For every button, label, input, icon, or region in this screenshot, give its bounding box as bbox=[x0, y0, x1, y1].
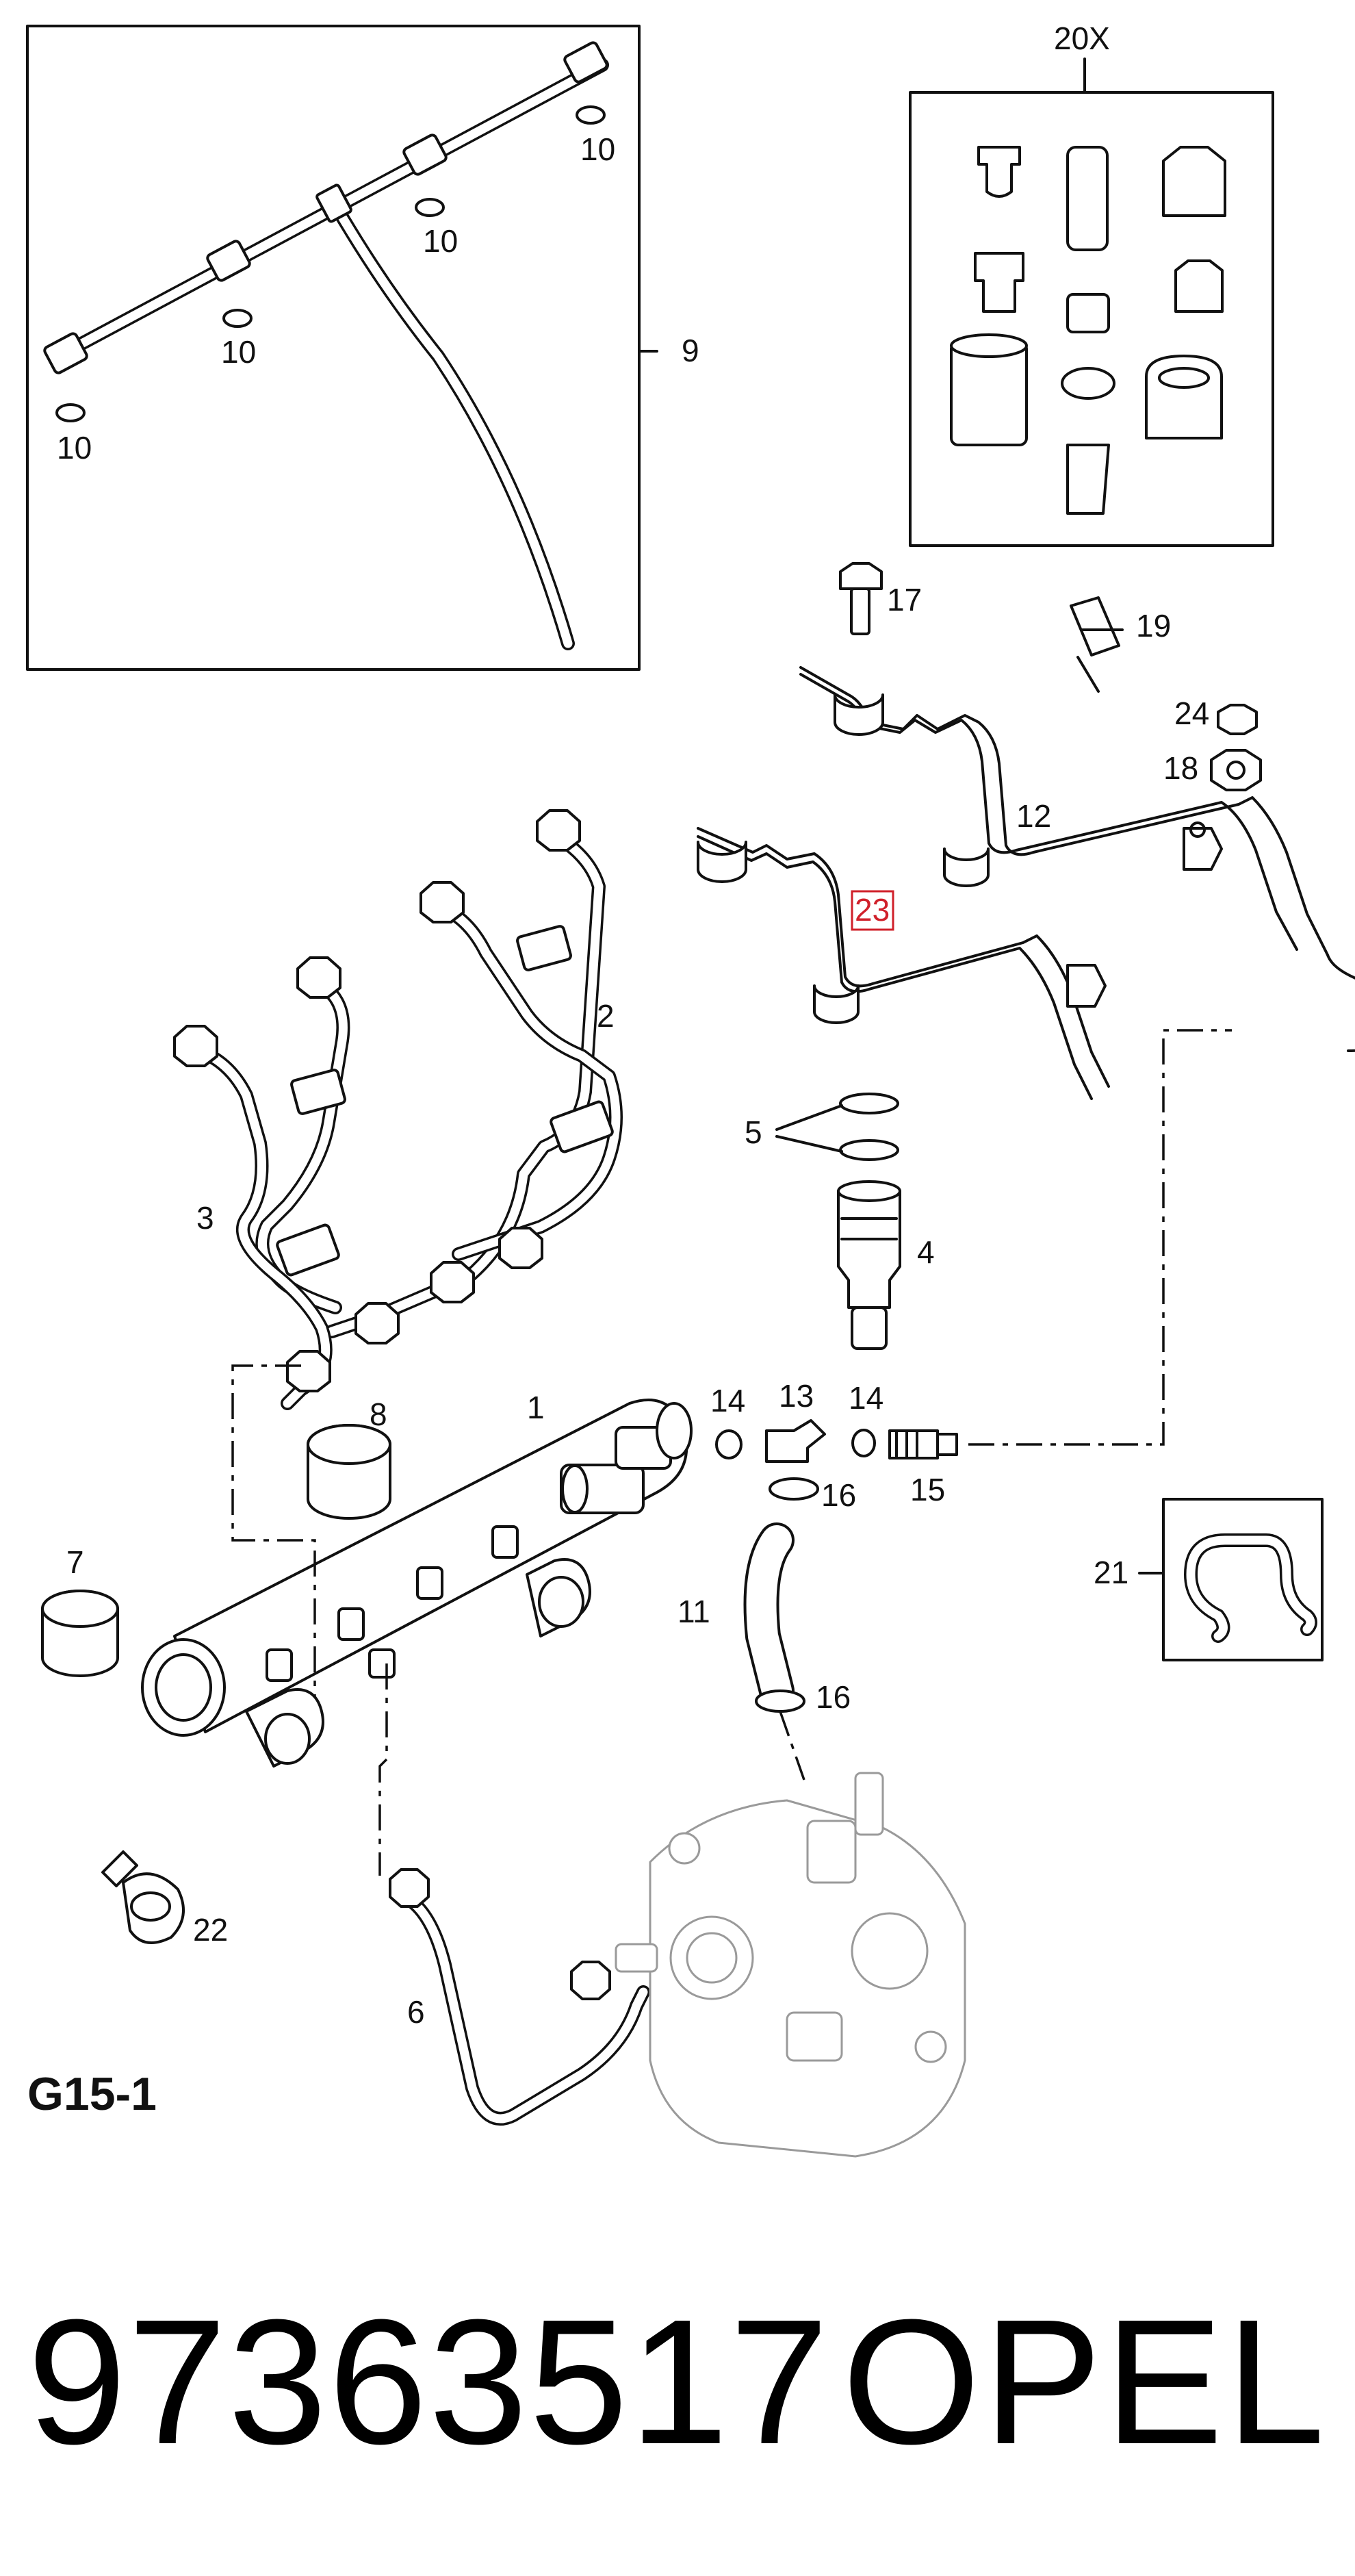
hose-group: 11 16 bbox=[678, 1522, 851, 1781]
o-ring-5-icon bbox=[839, 1093, 899, 1114]
line-nut-icon bbox=[173, 1025, 218, 1067]
pressure-sensor-15-icon bbox=[888, 1429, 958, 1459]
line-clamp-icon bbox=[550, 1100, 614, 1153]
rail-outlet-icon bbox=[266, 1648, 293, 1682]
kit-sleeve-icon bbox=[1066, 146, 1109, 251]
kit-cap-icon bbox=[1162, 146, 1226, 217]
injector-group: 5 4 bbox=[745, 1093, 935, 1350]
label-1: 1 bbox=[527, 1390, 545, 1425]
label-23: 23 bbox=[855, 892, 890, 928]
label-19: 19 bbox=[1136, 608, 1171, 643]
kit-cap-small-icon bbox=[1174, 259, 1224, 313]
label-3: 3 bbox=[196, 1200, 214, 1236]
grommet-23b-icon bbox=[813, 984, 860, 1024]
bracket-group: 12 23 bbox=[697, 666, 1355, 1100]
label-15: 15 bbox=[910, 1472, 945, 1507]
fuel-rail-1 bbox=[173, 1399, 688, 1733]
kit-plug-icon bbox=[977, 146, 1021, 198]
brand-name: OPEL bbox=[842, 2283, 1328, 2482]
label-22: 22 bbox=[193, 1912, 228, 1948]
line-clamp-icon bbox=[516, 925, 572, 971]
bolt-17-icon bbox=[839, 562, 883, 590]
fitting-13-icon bbox=[765, 1419, 826, 1463]
part-9-box bbox=[26, 25, 641, 671]
hose-21-group: 21 bbox=[1094, 1498, 1324, 1661]
label-10: 10 bbox=[580, 131, 615, 167]
fittings-group: 14 13 14 15 16 bbox=[710, 1029, 1232, 1513]
label-17: 17 bbox=[887, 582, 922, 617]
label-18: 18 bbox=[1163, 750, 1198, 786]
line-nut-icon bbox=[536, 809, 581, 852]
kit-washer-icon bbox=[1061, 367, 1115, 400]
fuel-rail-group: 1 bbox=[141, 1390, 693, 1768]
washer-14-icon bbox=[715, 1429, 743, 1459]
injection-lines-group: 2 3 bbox=[173, 809, 623, 1410]
line-nut-icon bbox=[389, 1868, 430, 1908]
label-21: 21 bbox=[1094, 1555, 1128, 1590]
label-8: 8 bbox=[370, 1397, 387, 1432]
label-11: 11 bbox=[678, 1594, 710, 1629]
label-7: 7 bbox=[66, 1544, 84, 1580]
nut-18-icon bbox=[1210, 749, 1262, 791]
bracket-12-tab bbox=[1183, 827, 1223, 871]
label-23-highlight bbox=[851, 890, 894, 931]
leak-off-hose bbox=[328, 199, 575, 650]
repair-kit-group: 20X bbox=[909, 21, 1274, 547]
line-nut-icon bbox=[420, 881, 465, 923]
label-10: 10 bbox=[221, 334, 256, 370]
label-5: 5 bbox=[745, 1114, 762, 1150]
part-20x-box bbox=[909, 91, 1274, 547]
bracket-12 bbox=[799, 666, 1355, 1052]
hose-clamp-16-icon bbox=[755, 1689, 805, 1713]
label-6: 6 bbox=[407, 1994, 425, 2030]
spacer-group: 8 7 bbox=[41, 1397, 391, 1677]
part-21-box bbox=[1162, 1498, 1324, 1661]
grommet-23a-icon bbox=[697, 841, 747, 883]
label-24: 24 bbox=[1174, 696, 1209, 731]
leak-off-line-group: 10 10 10 10 9 bbox=[26, 25, 699, 671]
label-14: 14 bbox=[710, 1383, 745, 1418]
pipe-6 bbox=[397, 1889, 650, 2126]
label-16: 16 bbox=[821, 1477, 856, 1513]
clip-22-group: 22 bbox=[101, 1850, 228, 1948]
hardware-group: 17 19 24 18 bbox=[839, 562, 1262, 791]
grommet-12b-icon bbox=[943, 847, 990, 887]
washer-14-icon bbox=[851, 1429, 876, 1457]
kit-screw-icon bbox=[1066, 293, 1110, 333]
washer-10-icon bbox=[222, 309, 253, 328]
diagram-code: G15-1 bbox=[27, 2068, 157, 2120]
washer-10-icon bbox=[415, 198, 445, 217]
hose-clamp-16-icon bbox=[769, 1477, 819, 1501]
label-12: 12 bbox=[1016, 798, 1051, 834]
label-9: 9 bbox=[682, 333, 699, 368]
label-16: 16 bbox=[816, 1679, 851, 1715]
kit-instructions-icon bbox=[1066, 444, 1110, 515]
label-20x: 20X bbox=[1054, 21, 1110, 56]
line-nut-icon bbox=[570, 1961, 611, 2000]
kit-bushing-icon bbox=[974, 252, 1024, 313]
label-4: 4 bbox=[917, 1234, 935, 1270]
part-number: 97363517 bbox=[27, 2283, 830, 2482]
pipe-6-group: 6 bbox=[231, 1364, 650, 2126]
label-13: 13 bbox=[779, 1378, 814, 1414]
washer-10-icon bbox=[55, 403, 86, 422]
clip-22-bolt bbox=[101, 1850, 138, 1887]
footer: 97363517 OPEL bbox=[27, 2273, 1328, 2492]
label-2: 2 bbox=[597, 998, 615, 1034]
clip-19-icon bbox=[1070, 596, 1124, 693]
o-ring-5-icon bbox=[839, 1139, 899, 1161]
bracket-23 bbox=[697, 827, 1110, 1088]
rail-outlet-icon bbox=[416, 1566, 443, 1600]
label-14: 14 bbox=[849, 1380, 883, 1416]
grommet-12a-icon bbox=[834, 693, 884, 736]
line-nut-icon bbox=[296, 956, 341, 999]
label-10: 10 bbox=[423, 223, 458, 259]
label-10: 10 bbox=[57, 430, 92, 466]
rail-outlet-icon bbox=[491, 1525, 519, 1559]
rail-outlet-icon bbox=[337, 1607, 365, 1641]
washer-10-icon bbox=[576, 105, 606, 125]
parts-diagram: 10 10 10 10 9 20X 17 19 24 18 bbox=[26, 21, 1355, 2158]
nut-24-icon bbox=[1217, 704, 1258, 735]
high-pressure-pump bbox=[615, 1772, 966, 2158]
